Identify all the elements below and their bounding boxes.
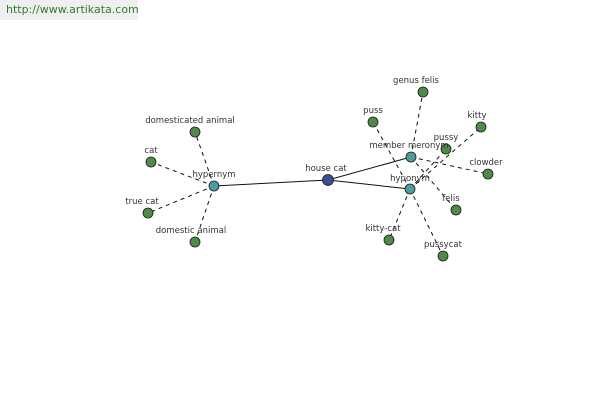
edge-hyponym-kitty-cat bbox=[388, 188, 411, 241]
node-kitty[interactable]: kitty bbox=[468, 111, 487, 133]
node-label: cat bbox=[144, 146, 158, 156]
node-clowder[interactable]: clowder bbox=[469, 158, 503, 180]
edge-house-cat-hypernym bbox=[213, 179, 329, 187]
edge-member-meronym-felis bbox=[410, 156, 457, 211]
node-label: hyponym bbox=[390, 174, 430, 184]
node-house-cat[interactable]: house cat bbox=[305, 164, 347, 186]
node-domesticated-animal[interactable]: domesticated animal bbox=[145, 116, 235, 138]
leaf-node-circle[interactable] bbox=[437, 250, 449, 262]
node-label: member meronym bbox=[369, 141, 448, 151]
leaf-node-circle[interactable] bbox=[417, 86, 429, 98]
leaf-node-circle[interactable] bbox=[142, 207, 154, 219]
node-pussycat[interactable]: pussycat bbox=[424, 240, 463, 262]
node-domestic-animal[interactable]: domestic animal bbox=[156, 226, 226, 248]
leaf-node-circle[interactable] bbox=[450, 204, 462, 216]
leaf-node-circle[interactable] bbox=[482, 168, 494, 180]
relation-node-circle[interactable] bbox=[405, 151, 417, 163]
node-hypernym[interactable]: hypernym bbox=[192, 170, 236, 192]
edge-hypernym-true-cat bbox=[147, 185, 215, 214]
node-kitty-cat[interactable]: kitty-cat bbox=[365, 224, 401, 246]
relation-node-circle[interactable] bbox=[404, 183, 416, 195]
edge-house-cat-hyponym bbox=[327, 179, 411, 190]
edge-hypernym-domesticated-animal bbox=[194, 131, 215, 187]
node-label: kitty-cat bbox=[365, 224, 401, 234]
node-genus-felis[interactable]: genus felis bbox=[393, 76, 440, 98]
node-cat[interactable]: cat bbox=[144, 146, 158, 168]
node-label: true cat bbox=[125, 197, 159, 207]
leaf-node-circle[interactable] bbox=[145, 156, 157, 168]
node-label: felis bbox=[442, 194, 460, 204]
leaf-node-circle[interactable] bbox=[475, 121, 487, 133]
relation-node-circle[interactable] bbox=[208, 180, 220, 192]
node-puss[interactable]: puss bbox=[363, 106, 383, 128]
node-label: domestic animal bbox=[156, 226, 226, 236]
edge-hypernym-cat bbox=[150, 161, 215, 187]
leaf-node-circle[interactable] bbox=[440, 143, 452, 155]
node-label: puss bbox=[363, 106, 383, 116]
node-hyponym[interactable]: hyponym bbox=[390, 174, 430, 195]
node-label: kitty bbox=[468, 111, 487, 121]
leaf-node-circle[interactable] bbox=[367, 116, 379, 128]
edge-hypernym-domestic-animal bbox=[194, 185, 215, 243]
node-label: pussy bbox=[434, 133, 459, 143]
node-label: domesticated animal bbox=[145, 116, 235, 126]
edge-house-cat-member-meronym bbox=[327, 156, 412, 181]
site-url-watermark: http://www.artikata.com bbox=[0, 0, 139, 20]
node-member-meronym[interactable]: member meronym bbox=[369, 141, 449, 163]
edge-hyponym-pussy bbox=[409, 148, 447, 190]
node-label: pussycat bbox=[424, 240, 463, 250]
edges-layer bbox=[147, 91, 489, 257]
node-label: hypernym bbox=[192, 170, 235, 180]
node-felis[interactable]: felis bbox=[442, 194, 462, 216]
node-pussy[interactable]: pussy bbox=[434, 133, 459, 155]
node-true-cat[interactable]: true cat bbox=[125, 197, 159, 219]
edge-member-meronym-clowder bbox=[410, 156, 489, 175]
edge-member-meronym-genus-felis bbox=[410, 91, 424, 158]
node-label: genus felis bbox=[393, 76, 439, 86]
center-node-circle[interactable] bbox=[322, 174, 334, 186]
node-label: house cat bbox=[305, 164, 347, 174]
leaf-node-circle[interactable] bbox=[189, 236, 201, 248]
leaf-node-circle[interactable] bbox=[189, 126, 201, 138]
node-label: clowder bbox=[469, 158, 503, 168]
nodes-layer: domesticated animal cat true cat domestic a… bbox=[125, 76, 503, 262]
leaf-node-circle[interactable] bbox=[383, 234, 395, 246]
